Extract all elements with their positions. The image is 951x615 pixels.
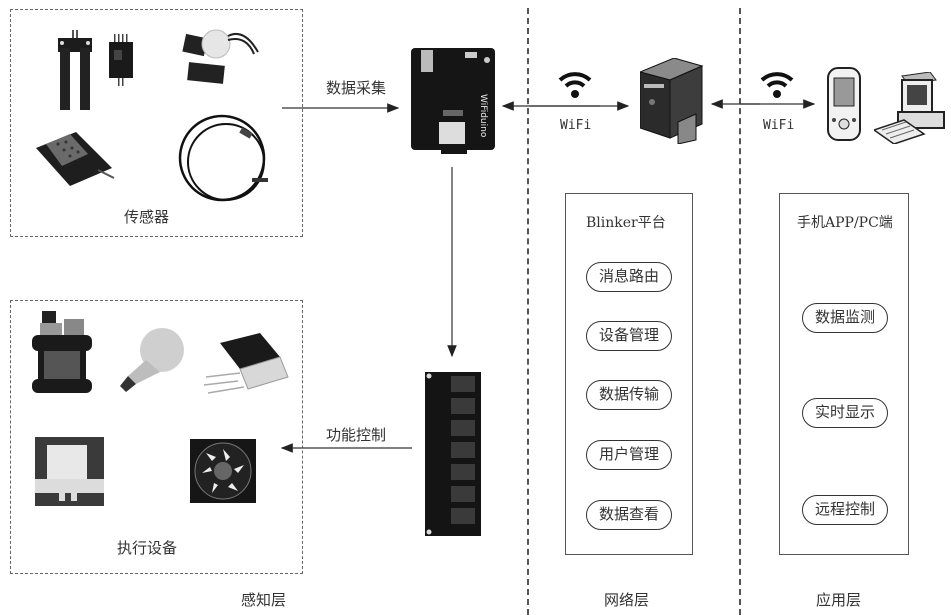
cooling-fan-image (190, 439, 256, 503)
layer-divider-perception-network (527, 8, 529, 615)
client-function-data-monitoring: 数据监测 (802, 303, 888, 333)
actuators-group (10, 300, 303, 574)
wifi-icon (558, 70, 592, 100)
client-function-realtime-display: 实时显示 (802, 398, 888, 428)
sensors-group (10, 9, 303, 237)
server-icon (640, 58, 706, 144)
actuators-group-label: 执行设备 (117, 539, 178, 557)
platform-function-data-viewing: 数据查看 (586, 500, 672, 530)
platform-function-message-routing: 消息路由 (586, 262, 672, 292)
application-layer-label: 应用层 (816, 591, 862, 609)
sensor-module-image (108, 34, 134, 86)
client-function-remote-control: 远程控制 (802, 495, 888, 525)
board-silkscreen: WiFiduino (478, 94, 488, 138)
platform-function-user-management: 用户管理 (586, 440, 672, 470)
pc-computer-icon (874, 72, 948, 144)
network-layer-label: 网络层 (604, 591, 650, 609)
heater-image (200, 333, 292, 405)
mobile-device-icon (826, 66, 862, 142)
light-sensor-set-image (180, 24, 262, 94)
wifi-icon (760, 70, 794, 100)
blinker-platform-panel (565, 193, 693, 555)
client-panel-title: 手机APP/PC端 (797, 215, 893, 231)
solenoid-valve-image (35, 437, 104, 506)
wifi-label-left: WiFi (560, 118, 592, 133)
temperature-probe-cable-image (170, 108, 280, 208)
blinker-platform-title: Blinker平台 (586, 215, 666, 231)
function-control-label: 功能控制 (326, 426, 387, 444)
perception-layer-label: 感知层 (241, 591, 287, 609)
relay-board-image (425, 372, 481, 536)
layer-divider-network-application (739, 8, 741, 615)
soil-moisture-probe-image (56, 30, 94, 112)
platform-function-device-management: 设备管理 (586, 321, 672, 351)
client-panel (779, 193, 909, 555)
water-pump-image (32, 311, 92, 399)
data-collection-label: 数据采集 (326, 79, 387, 97)
dht-sensor-image (36, 128, 116, 190)
wifiduino-board-image: WiFiduino (411, 48, 495, 154)
sensors-group-label: 传感器 (124, 208, 170, 226)
wifi-label-right: WiFi (763, 118, 795, 133)
light-bulb-image (112, 326, 188, 396)
platform-function-data-transfer: 数据传输 (586, 380, 672, 410)
